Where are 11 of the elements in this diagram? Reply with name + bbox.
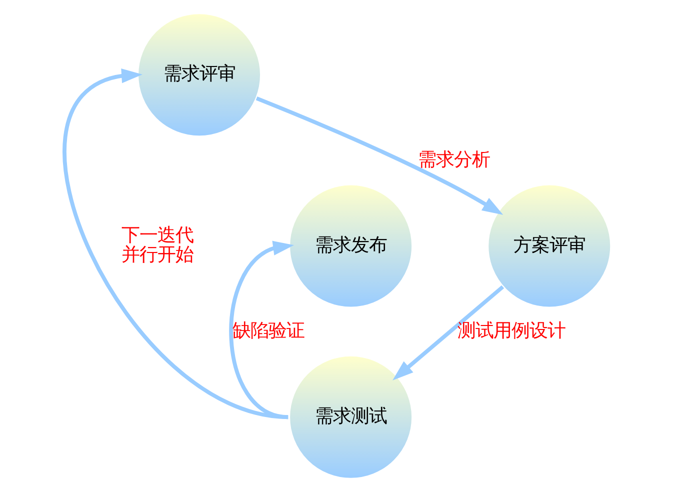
node-circle: 方案评审 [487, 184, 612, 308]
edge-label: 需求分析 [418, 149, 490, 170]
arrow [256, 96, 504, 215]
arrow [392, 285, 504, 380]
node-circle: 需求评审 [137, 12, 262, 137]
edge-label: 下一迭代并行开始 [121, 225, 194, 266]
edge-label: 测试用例设计 [457, 320, 566, 342]
node-circle: 需求发布 [288, 184, 413, 308]
edge-label: 缺陷验证 [232, 320, 305, 342]
arrow [63, 68, 288, 420]
arrow [229, 240, 294, 420]
